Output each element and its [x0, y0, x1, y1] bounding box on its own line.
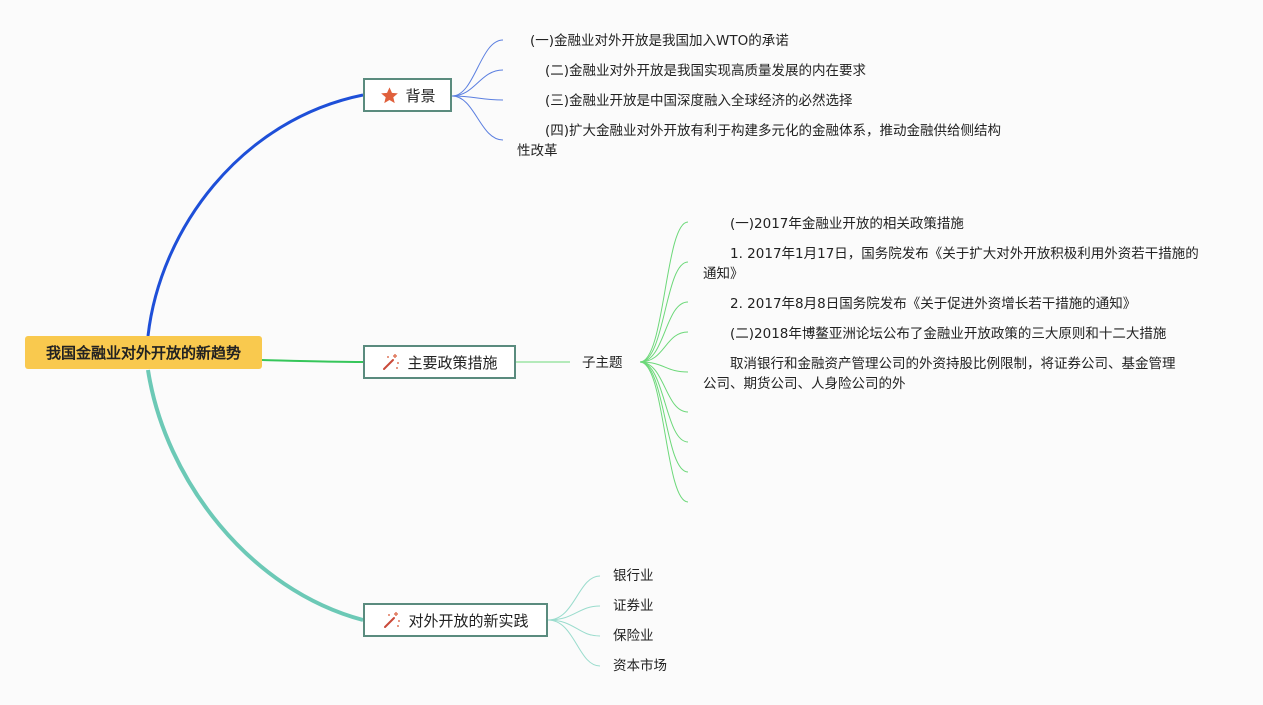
policy-item[interactable]: 2. 2017年8月8日国务院发布《关于促进外资增长若干措施的通知》	[730, 296, 1137, 312]
connectors-background-leaves	[451, 39, 504, 141]
background-item[interactable]: (四)扩大金融业对外开放有利于构建多元化的金融体系，推动金融供给侧结构	[545, 123, 1002, 139]
practice-item[interactable]: 资本市场	[613, 658, 667, 674]
background-item-continued: 性改革	[517, 143, 558, 159]
magic-wand-icon	[382, 610, 402, 630]
root-topic-label: 我国金融业对外开放的新趋势	[45, 344, 241, 362]
connector-root-background	[146, 93, 364, 337]
policy-item[interactable]: 1. 2017年1月17日，国务院发布《关于扩大对外开放积极利用外资若干措施的	[730, 246, 1199, 262]
topic-practice-label: 对外开放的新实践	[408, 611, 529, 630]
topic-background[interactable]: 背景	[363, 78, 452, 112]
connector-root-practice	[146, 369, 364, 622]
policy-item[interactable]: (二)2018年博鳌亚洲论坛公布了金融业开放政策的三大原则和十二大措施	[730, 326, 1167, 342]
practice-item[interactable]: 银行业	[613, 568, 654, 584]
connectors-practice-leaves	[547, 575, 601, 667]
practice-item[interactable]: 证券业	[613, 598, 654, 614]
topic-policy-label: 主要政策措施	[407, 353, 498, 372]
topic-practice[interactable]: 对外开放的新实践	[363, 603, 548, 637]
background-item[interactable]: (三)金融业开放是中国深度融入全球经济的必然选择	[545, 93, 853, 109]
policy-item-continued: 公司、期货公司、人身险公司的外	[703, 376, 906, 392]
background-item[interactable]: (一)金融业对外开放是我国加入WTO的承诺	[530, 33, 789, 49]
magic-wand-icon	[381, 352, 401, 372]
star-icon	[379, 85, 399, 105]
root-topic[interactable]: 我国金融业对外开放的新趋势	[25, 336, 262, 369]
connector-root-policy	[261, 359, 364, 363]
policy-item-continued: 通知》	[703, 266, 744, 282]
policy-item[interactable]: 取消银行和金融资产管理公司的外资持股比例限制，将证券公司、基金管理	[730, 356, 1176, 372]
policy-item[interactable]: (一)2017年金融业开放的相关政策措施	[730, 216, 964, 232]
topic-policy[interactable]: 主要政策措施	[363, 345, 516, 379]
background-item[interactable]: (二)金融业对外开放是我国实现高质量发展的内在要求	[545, 63, 867, 79]
policy-subtopic[interactable]: 子主题	[582, 355, 623, 371]
topic-background-label: 背景	[405, 86, 436, 105]
practice-item[interactable]: 保险业	[613, 628, 654, 644]
connectors-policy-leaves	[516, 221, 689, 503]
